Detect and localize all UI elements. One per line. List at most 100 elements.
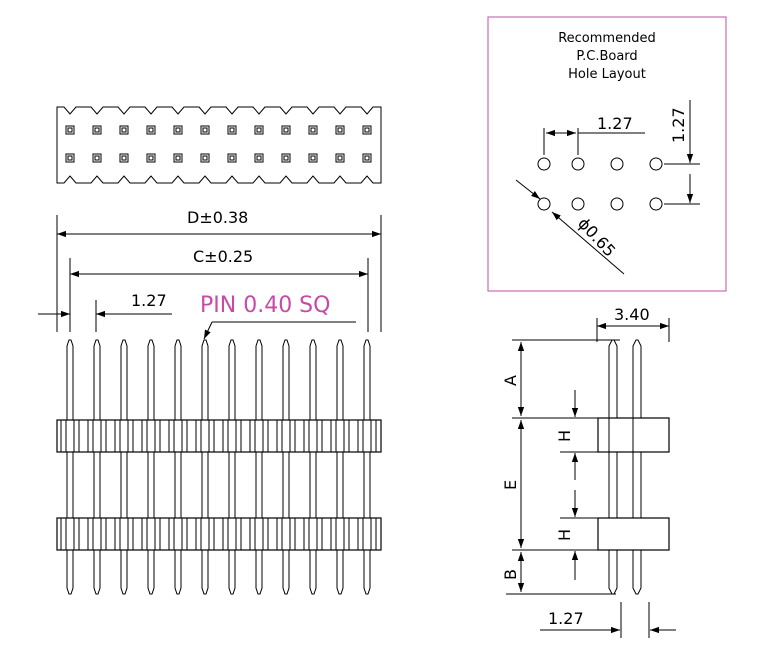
- top-view-hole: [227, 153, 237, 163]
- front-pin-lower: [255, 550, 263, 595]
- pcb-hole: [571, 197, 585, 211]
- top-view-hole-inner: [202, 127, 208, 133]
- top-view-hole: [92, 125, 102, 135]
- front-pin-lower: [282, 550, 290, 595]
- top-view-hole: [254, 125, 264, 135]
- top-view: [56, 106, 382, 184]
- front-pin-upper: [282, 339, 290, 420]
- top-view-hole: [308, 125, 318, 135]
- pcb-hole: [610, 197, 624, 211]
- top-view-hole: [146, 153, 156, 163]
- front-view: D±0.38 C±0.25 1.27 PIN 0.40 SQ: [38, 208, 382, 595]
- top-view-hole: [335, 153, 345, 163]
- top-view-hole: [119, 153, 129, 163]
- body-outline: [56, 517, 382, 551]
- top-view-hole-inner: [175, 127, 181, 133]
- top-view-holes: [65, 125, 372, 163]
- front-pin-upper: [255, 339, 263, 420]
- top-view-hole-inner: [202, 155, 208, 161]
- pcb-box-border: [487, 16, 727, 292]
- front-pin-lower: [363, 550, 371, 595]
- top-view-hole-inner: [256, 127, 262, 133]
- top-view-hole-inner: [94, 155, 100, 161]
- top-view-hole-inner: [67, 155, 73, 161]
- top-view-hole: [227, 125, 237, 135]
- side-pin-upper: [608, 339, 618, 452]
- front-pin-upper: [363, 339, 371, 420]
- top-view-hole: [200, 125, 210, 135]
- front-pin-upper: [174, 339, 182, 420]
- pcb-title-line3: Hole Layout: [568, 67, 646, 82]
- pcb-title-line1: Recommended: [558, 31, 656, 46]
- front-pin-upper: [93, 339, 101, 420]
- top-view-hole-inner: [283, 155, 289, 161]
- side-view: 3.40 A E B H H 1.27: [501, 305, 676, 638]
- side-pin-lower: [608, 550, 618, 595]
- top-view-hole-inner: [364, 127, 370, 133]
- pcb-hole: [537, 197, 551, 211]
- side-width-label: 3.40: [614, 305, 650, 324]
- front-pin-lower: [174, 550, 182, 595]
- side-pin-lower: [632, 550, 642, 595]
- top-view-hole: [65, 153, 75, 163]
- top-view-hole-inner: [148, 127, 154, 133]
- top-view-hole-inner: [121, 155, 127, 161]
- front-pin-lower: [309, 550, 317, 595]
- top-view-hole-inner: [310, 155, 316, 161]
- front-pin-upper: [309, 339, 317, 420]
- front-pin-upper: [201, 339, 209, 420]
- top-view-hole: [200, 153, 210, 163]
- front-body-top: [56, 419, 382, 453]
- pcb-hole: [537, 157, 551, 171]
- top-view-hole: [65, 125, 75, 135]
- top-view-hole: [173, 153, 183, 163]
- top-view-hole-inner: [94, 127, 100, 133]
- pcb-title-line2: P.C.Board: [576, 49, 637, 64]
- front-pin-lower: [201, 550, 209, 595]
- side-dim-h-bottom-label: H: [555, 529, 574, 541]
- top-view-hole: [335, 125, 345, 135]
- top-view-hole-inner: [337, 155, 343, 161]
- pcb-pitch-v-label: 1.27: [669, 107, 688, 143]
- top-view-hole-inner: [337, 127, 343, 133]
- side-pin-upper: [632, 339, 642, 452]
- side-body: [597, 339, 670, 595]
- body-outline: [56, 419, 382, 453]
- pcb-holes: [537, 157, 663, 211]
- top-view-hole-inner: [310, 127, 316, 133]
- recommended-pcb-layout: Recommended P.C.Board Hole Layout 1.27 1…: [487, 16, 727, 292]
- top-view-hole-inner: [283, 127, 289, 133]
- front-pin-lower: [120, 550, 128, 595]
- top-view-hole-inner: [229, 127, 235, 133]
- pcb-hole: [649, 197, 663, 211]
- front-pin-lower: [336, 550, 344, 595]
- top-view-hole-inner: [67, 127, 73, 133]
- front-pin-upper: [120, 339, 128, 420]
- side-dim-a-label: A: [501, 375, 520, 386]
- top-view-hole: [281, 125, 291, 135]
- top-view-hole: [362, 125, 372, 135]
- top-view-hole: [362, 153, 372, 163]
- top-view-hole-inner: [175, 155, 181, 161]
- top-view-hole-inner: [256, 155, 262, 161]
- dim-d-label: D±0.38: [187, 208, 248, 227]
- top-view-hole-inner: [229, 155, 235, 161]
- front-body-bottom: [56, 517, 382, 551]
- top-view-hole: [173, 125, 183, 135]
- top-view-hole-inner: [364, 155, 370, 161]
- front-pin-lower: [147, 550, 155, 595]
- top-view-hole: [119, 125, 129, 135]
- top-view-hole-inner: [121, 127, 127, 133]
- front-pin-upper: [336, 339, 344, 420]
- pcb-hole: [571, 157, 585, 171]
- side-dim-b-label: B: [501, 569, 520, 580]
- pin-callout: PIN 0.40 SQ: [200, 293, 330, 318]
- side-dim-h-top-label: H: [555, 430, 574, 442]
- side-dim-e-label: E: [501, 480, 520, 490]
- dim-c-label: C±0.25: [193, 247, 253, 266]
- front-pin-upper: [228, 339, 236, 420]
- front-pins: [66, 339, 371, 595]
- front-pin-upper: [66, 339, 74, 420]
- top-view-hole: [92, 153, 102, 163]
